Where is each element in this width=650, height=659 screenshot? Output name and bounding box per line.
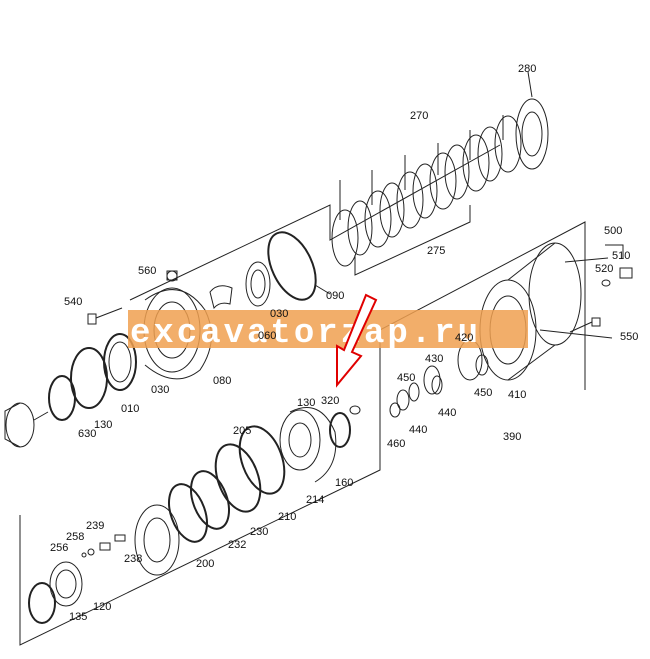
shaft-630 (4, 402, 49, 448)
disc-stack (331, 98, 549, 276)
label-030-a: 030 (270, 308, 288, 320)
ball-258 (87, 548, 95, 556)
label-270: 270 (410, 110, 428, 122)
ring-450-right (475, 354, 489, 376)
label-280: 280 (518, 63, 536, 75)
ring-440-a (431, 375, 443, 395)
oring-214 (238, 425, 286, 495)
spring-239 (114, 534, 126, 542)
label-232: 232 (228, 539, 246, 551)
label-410: 410 (508, 389, 526, 401)
label-390: 390 (503, 431, 521, 443)
carrier-160 (279, 407, 337, 483)
bolt-550 (569, 317, 601, 333)
watermark-text: excavatorzap.ru (130, 315, 481, 353)
label-239: 239 (86, 520, 104, 532)
label-440-b: 440 (409, 424, 427, 436)
label-238: 238 (124, 553, 142, 565)
ring-460 (389, 402, 401, 418)
oring-232 (168, 483, 208, 543)
label-120: 120 (93, 601, 111, 613)
label-510: 510 (612, 250, 630, 262)
label-060: 060 (258, 330, 276, 342)
frame-right (379, 221, 586, 470)
part-labels: 280 270 275 090 060 560 540 030 030 080 … (50, 63, 638, 623)
label-560: 560 (138, 265, 156, 277)
seal-ring-090 (267, 231, 317, 301)
frame-center (19, 330, 381, 646)
label-460: 460 (387, 438, 405, 450)
ring-130-left (48, 375, 76, 421)
label-130-a: 130 (94, 419, 112, 431)
label-135: 135 (69, 611, 87, 623)
label-540: 540 (64, 296, 82, 308)
label-520: 520 (595, 263, 613, 275)
pointer-arrow (336, 293, 378, 388)
plug-560 (166, 270, 178, 281)
bracket-500 (605, 244, 624, 258)
label-420: 420 (455, 332, 473, 344)
label-258: 258 (66, 531, 84, 543)
watermark-band (128, 310, 528, 348)
frame-upper (129, 144, 501, 301)
collar-030 (209, 285, 233, 310)
label-090: 090 (326, 290, 344, 302)
label-550: 550 (620, 331, 638, 343)
bearing-430 (423, 365, 441, 395)
label-500: 500 (604, 225, 622, 237)
plug-510 (619, 267, 633, 279)
label-440-a: 440 (438, 407, 456, 419)
oring-210 (214, 443, 262, 513)
pin-238 (99, 542, 111, 551)
label-230: 230 (250, 526, 268, 538)
label-080: 080 (213, 375, 231, 387)
label-214: 214 (306, 494, 324, 506)
bolt-540 (87, 307, 123, 325)
label-320: 320 (321, 395, 339, 407)
label-200: 200 (196, 558, 214, 570)
ring-450-left (408, 382, 420, 402)
ring-135 (28, 582, 56, 624)
oring-230 (190, 470, 230, 530)
ring-440-b (396, 389, 410, 411)
label-130-b: 130 (297, 397, 315, 409)
ring-130-center (329, 412, 351, 448)
label-450-b: 450 (474, 387, 492, 399)
washer-320 (349, 405, 361, 415)
label-430: 430 (425, 353, 443, 365)
label-256: 256 (50, 542, 68, 554)
label-010: 010 (121, 403, 139, 415)
label-205: 205 (233, 425, 251, 437)
bolt-256 (81, 552, 87, 558)
gear-120 (49, 561, 83, 607)
seal-010 (70, 347, 108, 409)
label-275: 275 (427, 245, 445, 257)
bearing-060 (245, 261, 271, 307)
ring-520 (601, 279, 611, 287)
label-030-b: 030 (151, 384, 169, 396)
label-210: 210 (278, 511, 296, 523)
cover-200 (134, 504, 180, 576)
label-450-a: 450 (397, 372, 415, 384)
label-160: 160 (335, 477, 353, 489)
label-630: 630 (78, 428, 96, 440)
